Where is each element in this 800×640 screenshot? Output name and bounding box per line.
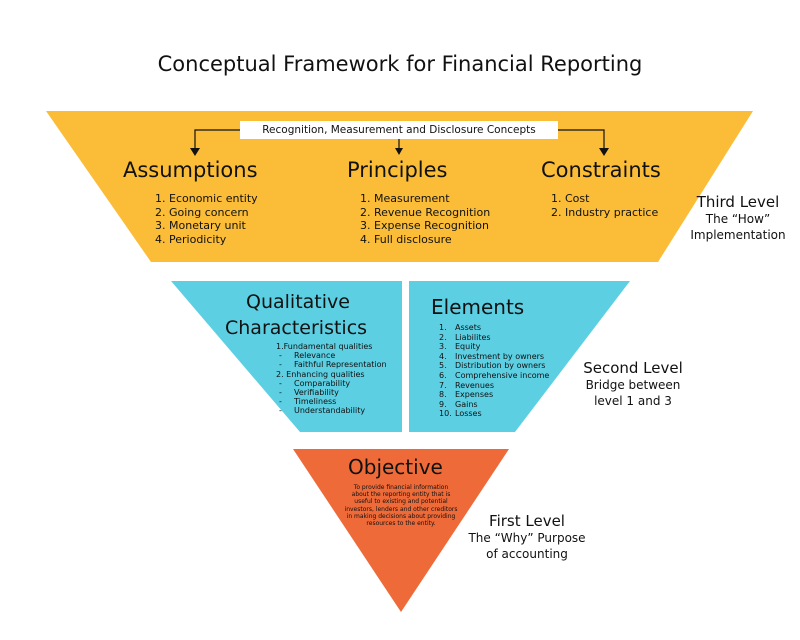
left-arrow	[194, 129, 240, 150]
third-tier-trapezoid	[46, 111, 753, 262]
list-item: 1.Cost	[551, 192, 590, 205]
list-item: 2.Liabilites	[439, 332, 491, 342]
second-level-desc1: Bridge between	[585, 378, 681, 392]
third-level-title: Third Level	[696, 193, 780, 211]
fundamental-qualities-label: 1.Fundamental qualities	[276, 342, 373, 351]
constraints-list: 1.Cost 2.Industry practice	[551, 192, 658, 219]
elements-shape	[409, 281, 630, 432]
list-item: 7.Revenues	[439, 380, 495, 390]
second-level-label: Second Level Bridge between level 1 and …	[572, 359, 694, 409]
list-item: 3.Equity	[439, 342, 481, 352]
list-item: 10.Losses	[439, 409, 482, 419]
elements-heading: Elements	[431, 295, 525, 319]
enhancing-qualities-label: 2. Enhancing qualities	[276, 369, 365, 379]
right-arrow-head	[599, 148, 609, 156]
constraints-heading: Constraints	[541, 158, 661, 182]
concepts-banner: Recognition, Measurement and Disclosure …	[240, 121, 558, 139]
qualitative-list: 1.Fundamental qualities -Relevance -Fait…	[276, 342, 387, 416]
diagram-title: Conceptual Framework for Financial Repor…	[157, 52, 643, 76]
list-item: -Timeliness	[279, 397, 337, 407]
list-item: -Understandability	[279, 406, 366, 416]
list-item: -Comparability	[279, 378, 351, 388]
elements-list: 1.Assets 2.Liabilites 3.Equity 4.Investm…	[439, 323, 549, 419]
principles-list: 1.Measurement 2.Revenue Recognition 3.Ex…	[360, 192, 490, 246]
list-item: -Faithful Representation	[279, 360, 387, 370]
list-item: 6.Comprehensive income	[439, 370, 550, 380]
list-item: 1.Economic entity	[155, 192, 258, 205]
objective-heading: Objective	[348, 455, 443, 479]
list-item: 2.Revenue Recognition	[360, 205, 491, 219]
third-level-desc1: The “How”	[705, 212, 771, 226]
qualitative-heading-line1: Qualitative	[246, 291, 350, 313]
objective-triangle	[293, 449, 509, 612]
right-arrow	[558, 129, 605, 150]
list-item: 1.Assets	[439, 323, 482, 332]
qualitative-heading-line2: Characteristics	[225, 317, 368, 339]
left-arrow-head	[190, 148, 200, 156]
arrow-heads	[190, 148, 609, 156]
list-item: 2.Going concern	[155, 205, 249, 219]
list-item: 3.Expense Recognition	[360, 219, 489, 233]
first-level-desc2: of accounting	[486, 547, 568, 561]
list-item: 5.Distribution by owners	[439, 361, 546, 371]
third-level-desc2: Implementation	[690, 228, 786, 242]
third-level-label: Third Level The “How” Implementation	[680, 193, 796, 243]
assumptions-list: 1.Economic entity 2.Going concern 3.Mone…	[155, 192, 258, 246]
second-level-title: Second Level	[583, 359, 683, 377]
list-item: 4.Investment by owners	[439, 351, 545, 361]
objective-description: To provide financial information about t…	[344, 484, 458, 528]
first-level-label: First Level The “Why” Purpose of account…	[455, 512, 599, 562]
list-item: -Verifiability	[279, 388, 339, 398]
list-item: 2.Industry practice	[551, 205, 659, 219]
list-item: 3.Monetary unit	[155, 219, 246, 233]
list-item: 4.Periodicity	[155, 232, 227, 246]
first-level-title: First Level	[489, 512, 565, 530]
list-item: -Relevance	[279, 351, 336, 361]
qualitative-characteristics-shape	[171, 281, 402, 432]
list-item: 8.Expenses	[439, 390, 494, 400]
list-item: 4.Full disclosure	[360, 232, 452, 246]
center-arrow-head	[395, 148, 403, 155]
principles-heading: Principles	[347, 158, 448, 182]
list-item: 9.Gains	[439, 399, 478, 409]
list-item: 1.Measurement	[360, 192, 450, 205]
assumptions-heading: Assumptions	[123, 158, 258, 182]
second-level-desc2: level 1 and 3	[594, 394, 672, 408]
first-level-desc1: The “Why” Purpose	[468, 531, 586, 545]
